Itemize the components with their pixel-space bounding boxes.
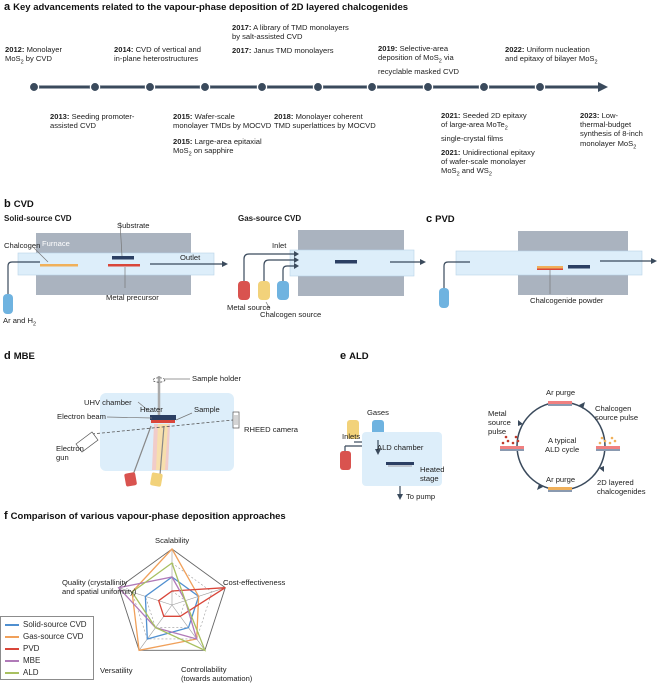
timeline-node-2023 (534, 81, 546, 93)
event-2019: 2019: Selective-area deposition of MoS2 … (378, 44, 460, 76)
radar-chart (117, 547, 226, 652)
label-chalcogenide-powder: Chalcogenide powder (530, 296, 604, 305)
solid-source-cvd-diagram (3, 221, 228, 314)
radar-axis-versatility: Versatility (100, 666, 133, 675)
label-rheed-camera: RHEED camera (244, 425, 299, 434)
event-2023: 2023: Low- thermal-budget synthesis of 8… (580, 111, 643, 151)
chalcogen-cylinder-1 (258, 281, 270, 300)
legend-item-ald: ALD (5, 667, 39, 678)
label-metal-source: Metal source (227, 303, 271, 312)
radar-axis-cost: Cost-effectiveness (223, 578, 286, 587)
label-metal-precursor: Metal precursor (106, 293, 159, 302)
label-electron-beam: Electron beam (57, 412, 106, 421)
event-2015-sapphire: 2015: Large-area epitaxial MoS2 on sapph… (173, 137, 262, 158)
metal-source-cylinder (238, 281, 250, 300)
chalcogen-boat (40, 264, 78, 267)
timeline-node-2012 (28, 81, 40, 93)
label-chalcogen: Chalcogen (4, 241, 41, 250)
event-2017-janus: 2017: Janus TMD monolayers (232, 46, 334, 55)
label-uhv-chamber: UHV chamber (84, 398, 132, 407)
gas-source-cvd-diagram (238, 230, 426, 310)
timeline (28, 81, 608, 93)
sample-block (151, 420, 175, 423)
timeline-node-2022 (478, 81, 490, 93)
ar-h2-cylinder (3, 294, 13, 314)
radar-series-ald (131, 561, 207, 652)
label-to-pump: To pump (406, 492, 436, 501)
event-2021-unidirectional: 2021: Unidirectional epitaxy of wafer-sc… (441, 148, 535, 178)
event-2017-library: 2017: A library of TMD monolayers by sal… (232, 23, 349, 42)
label-chalcogen-source: Chalcogen source (260, 310, 322, 319)
timeline-node-2019 (366, 81, 378, 93)
radar-series-mbe (117, 576, 198, 640)
label-ald-chamber: ALD chamber (377, 443, 424, 452)
legend-item-gas-source-cvd: Gas-source CVD (5, 631, 83, 642)
solid-source-title: Solid-source CVD (4, 214, 72, 223)
furnace-bottom (36, 275, 191, 295)
label-sample-holder: Sample holder (192, 374, 241, 383)
event-2012: 2012: Monolayer MoS2 by CVD (5, 45, 63, 66)
legend-item-pvd: PVD (5, 643, 39, 654)
label-sample: Sample (194, 405, 220, 414)
label-inlets: Inlets (342, 432, 361, 441)
timeline-node-2018 (312, 81, 324, 93)
gas-source-title: Gas-source CVD (238, 214, 302, 223)
label-outlet: Outlet (180, 253, 201, 262)
label-ar-h2: Ar and H2 (3, 316, 37, 328)
legend-item-mbe: MBE (5, 655, 40, 666)
timeline-node-2017 (256, 81, 268, 93)
event-2022: 2022: Uniform nucleation and epitaxy of … (505, 45, 598, 66)
pvd-diagram (439, 231, 657, 308)
radar-axis-scalability: Scalability (155, 536, 190, 545)
metal-precursor-boat (108, 264, 140, 267)
radar-axis-controllability: Controllability(towards automation) (181, 665, 253, 684)
timeline-node-2013 (89, 81, 101, 93)
timeline-node-2015 (199, 81, 211, 93)
mbe-diagram (75, 376, 240, 487)
label-substrate: Substrate (117, 221, 150, 230)
electron-gun (75, 431, 99, 453)
legend-item-solid-source-cvd: Solid-source CVD (5, 619, 87, 630)
label-ar-purge-bottom: Ar purge (546, 475, 576, 484)
event-2014: 2014: CVD of vertical and in-plane heter… (114, 45, 201, 64)
chalcogen-cylinder-2 (277, 281, 289, 300)
label-gases: Gases (367, 408, 389, 417)
event-2013: 2013: Seeding promoter- assisted CVD (50, 112, 135, 131)
event-2021-seeded: 2021: Seeded 2D epitaxy of large-area Mo… (441, 111, 527, 143)
timeline-node-2021 (422, 81, 434, 93)
label-ar-purge-top: Ar purge (546, 388, 576, 397)
radar-legend: Solid-source CVD Gas-source CVD PVD MBE … (0, 616, 94, 680)
label-inlet: Inlet (272, 241, 287, 250)
timeline-node-2014 (144, 81, 156, 93)
furnace-top (36, 233, 191, 253)
ald-diagram (340, 401, 620, 500)
event-2015-wafer: 2015: Wafer-scale monolayer TMDs by MOCV… (173, 112, 272, 131)
radar-series-pvd (157, 587, 226, 617)
label-heater: Heater (140, 405, 163, 414)
event-2018: 2018: Monolayer coherent TMD superlattic… (274, 112, 376, 131)
radar-series-gas-source-cvd (131, 547, 200, 652)
substrate-plate (112, 256, 134, 260)
heater-block (150, 415, 176, 420)
radar-grid-level-4 (118, 548, 226, 651)
ald-chamber (362, 432, 442, 486)
label-furnace: Furnace (42, 239, 70, 248)
